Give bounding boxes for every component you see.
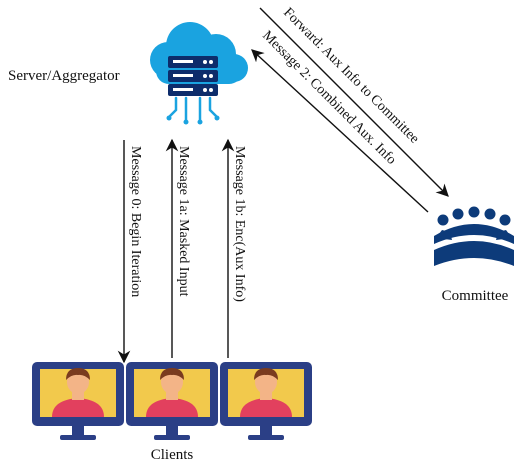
message-1b-label: Message 1b: Enc(Aux Info) <box>232 146 247 302</box>
committee-group-icon <box>434 206 514 266</box>
arrow-forward <box>259 7 449 197</box>
arrow-message-2 <box>251 49 429 213</box>
client-monitor-icon <box>32 362 124 440</box>
server-label: Server/Aggregator <box>8 68 120 84</box>
client-monitor-icon <box>220 362 312 440</box>
committee-label: Committee <box>442 288 509 304</box>
cloud-server-icon <box>150 22 248 125</box>
client-monitor-icon <box>126 362 218 440</box>
message-1a-label: Message 1a: Masked Input <box>176 146 191 297</box>
message-0-label: Message 0: Begin Iteration <box>128 146 143 297</box>
clients-label: Clients <box>151 447 194 463</box>
